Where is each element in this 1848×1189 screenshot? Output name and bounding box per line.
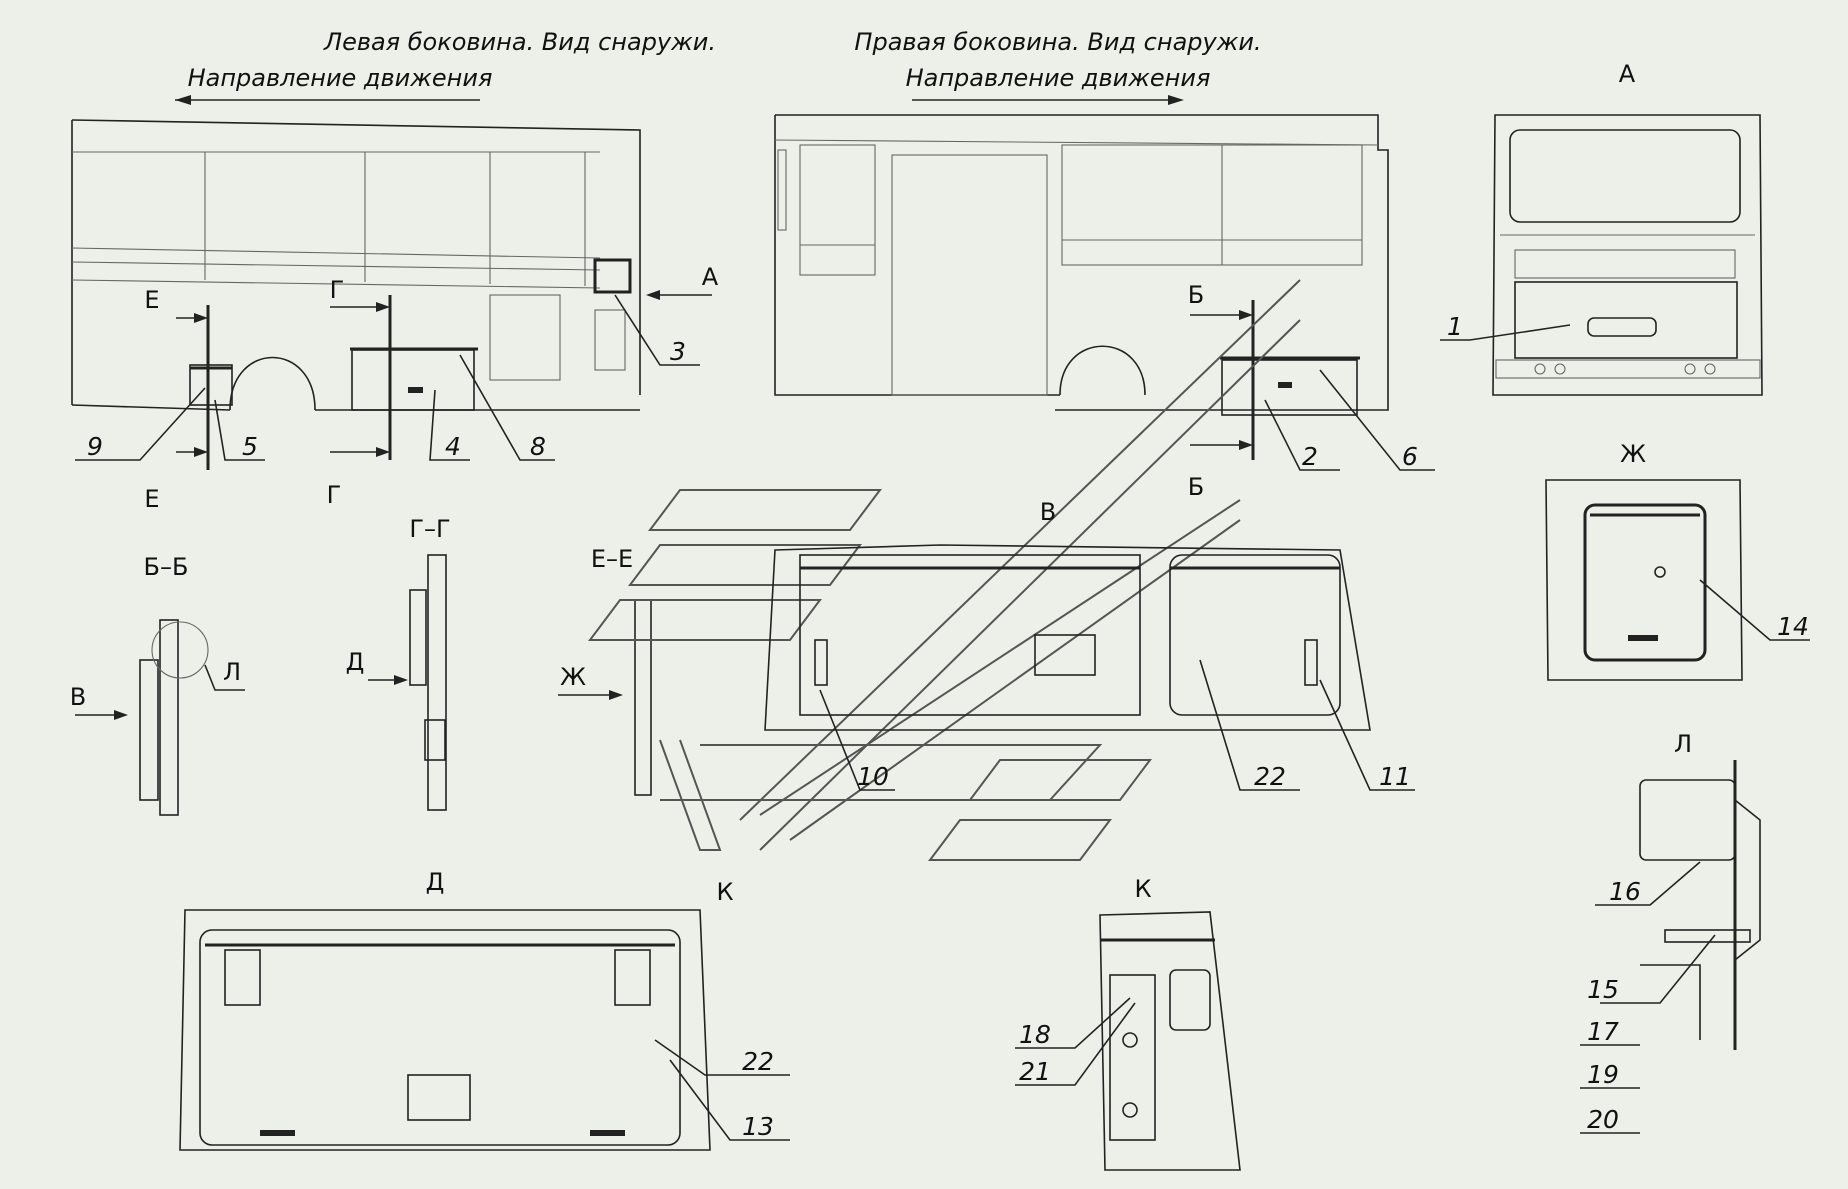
- callout-18: 18: [1019, 1020, 1051, 1049]
- callout-19: 19: [1587, 1060, 1619, 1089]
- section-ee: Е–Е Ж: [558, 545, 652, 796]
- view-k-title: К: [1134, 875, 1151, 903]
- callout-3: 3: [670, 337, 686, 366]
- view-a-title: А: [1619, 60, 1636, 88]
- view-zh: Ж 14: [1545, 440, 1810, 681]
- view-v: В 10 22 11: [764, 498, 1415, 791]
- mark-b-top: Б: [1188, 281, 1204, 309]
- callout-22a: 22: [1254, 762, 1286, 791]
- callout-20: 20: [1587, 1105, 1619, 1134]
- section-ee-title: Е–Е: [591, 545, 633, 573]
- mark-d-arrow: Д: [346, 648, 365, 676]
- callout-22b: 22: [742, 1047, 774, 1076]
- mark-b-bottom: Б: [1188, 473, 1204, 501]
- left-direction-label: Направление движения: [188, 64, 493, 92]
- box-4: [351, 349, 475, 411]
- view-zh-title: Ж: [1620, 440, 1646, 468]
- perspective-ghost-lines: [588, 279, 1301, 861]
- callout-11: 11: [1379, 762, 1411, 791]
- callout-14: 14: [1777, 612, 1809, 641]
- callout-15: 15: [1587, 975, 1619, 1004]
- right-direction-label: Направление движения: [906, 64, 1211, 92]
- hatch-3: [593, 258, 632, 294]
- section-gg-title: Г–Г: [409, 515, 450, 543]
- callout-5: 5: [242, 432, 258, 461]
- callout-16: 16: [1609, 877, 1641, 906]
- section-gg: Г–Г Д: [346, 515, 451, 811]
- callout-13: 13: [742, 1112, 774, 1141]
- view-d-title: Д: [426, 868, 445, 896]
- callout-1: 1: [1447, 312, 1463, 341]
- left-view-title: Левая боковина. Вид снаружи.: [323, 28, 716, 56]
- callout-21: 21: [1019, 1057, 1051, 1086]
- callout-9: 9: [87, 432, 103, 461]
- section-bb-title: Б–Б: [144, 553, 189, 581]
- callout-17: 17: [1587, 1017, 1619, 1046]
- mark-g-top: Г: [330, 276, 345, 304]
- right-side-view: Правая боковина. Вид снаружи. Направлени…: [774, 28, 1435, 501]
- view-a: А 1: [1440, 60, 1763, 396]
- mark-a-arrow: А: [702, 263, 719, 291]
- callout-2: 2: [1302, 442, 1318, 471]
- section-bb: Б–Б В Л: [70, 553, 245, 816]
- view-k: К 18 21: [1015, 875, 1241, 1171]
- mark-v-arrow: В: [70, 683, 86, 711]
- callout-8: 8: [530, 432, 546, 461]
- mark-g-bottom: Г: [327, 481, 342, 509]
- mark-zh-arrow: Ж: [560, 663, 586, 691]
- view-l: Л 16 15 17 19 20: [1580, 730, 1761, 1134]
- hatch-5: [189, 364, 233, 406]
- mark-l: Л: [223, 658, 241, 686]
- mark-e-top: Е: [144, 286, 159, 314]
- mark-k: К: [716, 878, 733, 906]
- left-side-view: Левая боковина. Вид снаружи. Направление…: [71, 28, 719, 513]
- box-2: [1221, 359, 1358, 416]
- view-v-title: В: [1040, 498, 1056, 526]
- mark-e-bottom: Е: [144, 485, 159, 513]
- callout-10: 10: [857, 762, 889, 791]
- callout-6: 6: [1402, 442, 1418, 471]
- view-d: Д К 22 13: [179, 868, 790, 1151]
- right-view-title: Правая боковина. Вид снаружи.: [854, 28, 1261, 56]
- view-l-title: Л: [1674, 730, 1692, 758]
- callout-4: 4: [445, 432, 461, 461]
